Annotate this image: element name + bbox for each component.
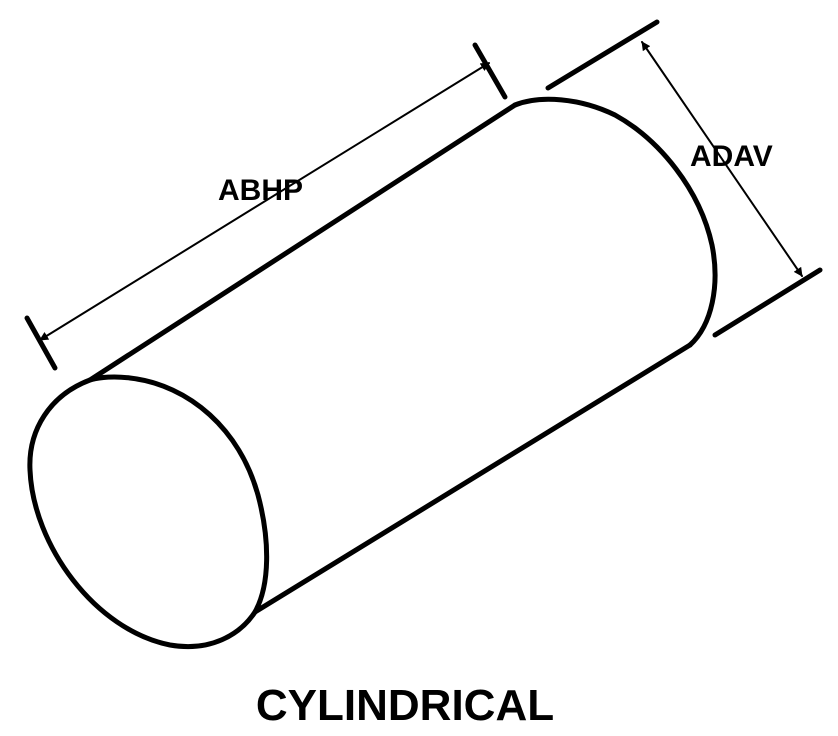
- cylinder-body: [27, 96, 718, 650]
- diameter-label: ADAV: [690, 140, 773, 173]
- cylinder-bottom-edge: [252, 342, 693, 615]
- diameter-extension-top: [545, 19, 660, 91]
- length-extension-right: [472, 42, 508, 100]
- cylinder-back-arc: [512, 96, 718, 348]
- length-dimension: ABHP: [24, 42, 508, 371]
- length-extension-left: [24, 315, 58, 371]
- shape-caption: CYLINDRICAL: [256, 681, 554, 730]
- length-label: ABHP: [218, 174, 303, 207]
- cylinder-front-face: [27, 374, 270, 650]
- diameter-dimension: ADAV: [545, 19, 823, 338]
- diameter-dimension-line: [641, 41, 803, 277]
- diameter-extension-bottom: [712, 267, 823, 338]
- length-dimension-line: [39, 62, 490, 341]
- cylinder-top-edge: [87, 102, 518, 383]
